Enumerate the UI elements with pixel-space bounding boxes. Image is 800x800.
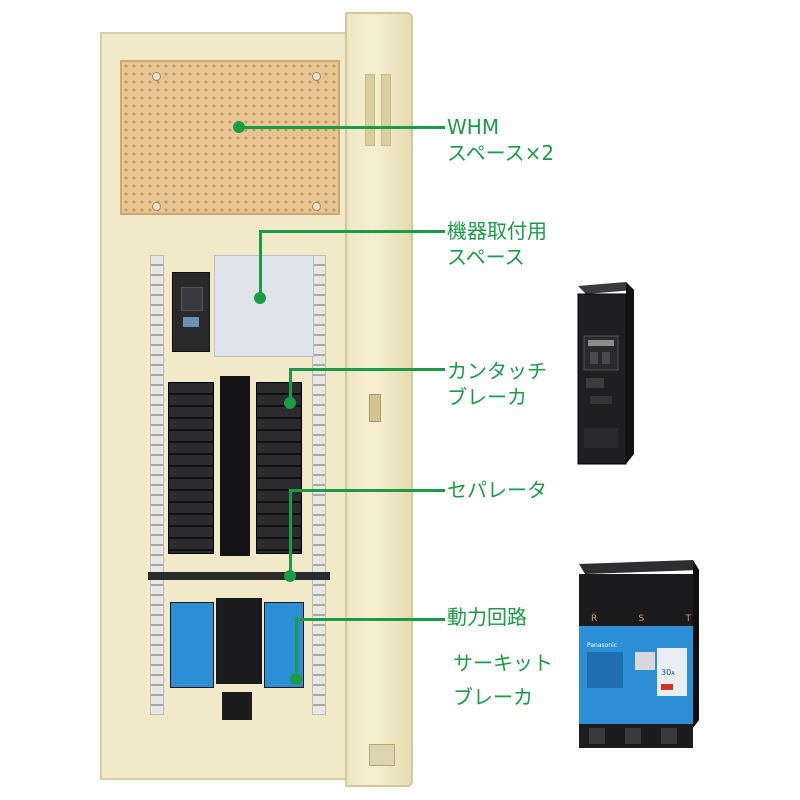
callout-label-whm: WHM スペース×2 [447, 115, 555, 165]
power-breaker [170, 602, 214, 688]
power-breaker [216, 598, 262, 684]
mounting-rail [312, 255, 326, 715]
phase-label-r: R [591, 614, 598, 624]
screw [312, 202, 321, 211]
door-window [365, 74, 375, 146]
screw [312, 72, 321, 81]
callout-label-power-sub: サーキット ブレーカ [453, 651, 553, 709]
callout-label-breaker: カンタッチ ブレーカ [447, 359, 547, 409]
screw [152, 202, 161, 211]
phase-labels: R S T [591, 614, 691, 624]
callout-dot-equipment [254, 292, 266, 304]
phase-label-s: S [638, 614, 645, 624]
separator-bar [148, 572, 330, 580]
door-latch [369, 394, 381, 422]
callout-line-separator [289, 489, 445, 492]
callout-line-separator [289, 489, 292, 575]
branch-breaker-bank-left [168, 382, 214, 554]
callout-line-power [295, 618, 298, 678]
phase-label-t: T [685, 614, 691, 624]
callout-dot-breaker [284, 397, 296, 409]
branch-breaker-bank-right [256, 382, 302, 554]
callout-line-breaker [289, 368, 292, 402]
breaker-product-image [577, 282, 634, 465]
cabinet-door [345, 12, 413, 787]
callout-label-separator: セパレータ [447, 478, 547, 502]
callout-line-power [295, 618, 445, 621]
small-device [172, 272, 210, 352]
brand-label: Panasonic [587, 642, 618, 649]
door-label-plate [369, 744, 395, 766]
door-window [381, 74, 391, 146]
whm-space-panel [120, 60, 340, 215]
callout-line-breaker [289, 368, 445, 371]
callout-line-equipment [259, 230, 262, 296]
equipment-mount-plate [214, 255, 314, 357]
callout-line-equipment [259, 230, 445, 233]
callout-label-equipment: 機器取付用 スペース [447, 219, 547, 269]
screw [152, 72, 161, 81]
rating-label: 30A [661, 668, 675, 677]
power-breaker-product-image: R S T Panasonic 30A [565, 552, 705, 752]
terminal-block [222, 692, 252, 720]
main-bus [220, 376, 250, 556]
callout-label-power: 動力回路 [447, 605, 527, 629]
callout-dot-separator [284, 570, 296, 582]
mounting-rail [150, 255, 164, 715]
callout-dot-power [290, 673, 302, 685]
callout-line-whm [239, 126, 445, 129]
